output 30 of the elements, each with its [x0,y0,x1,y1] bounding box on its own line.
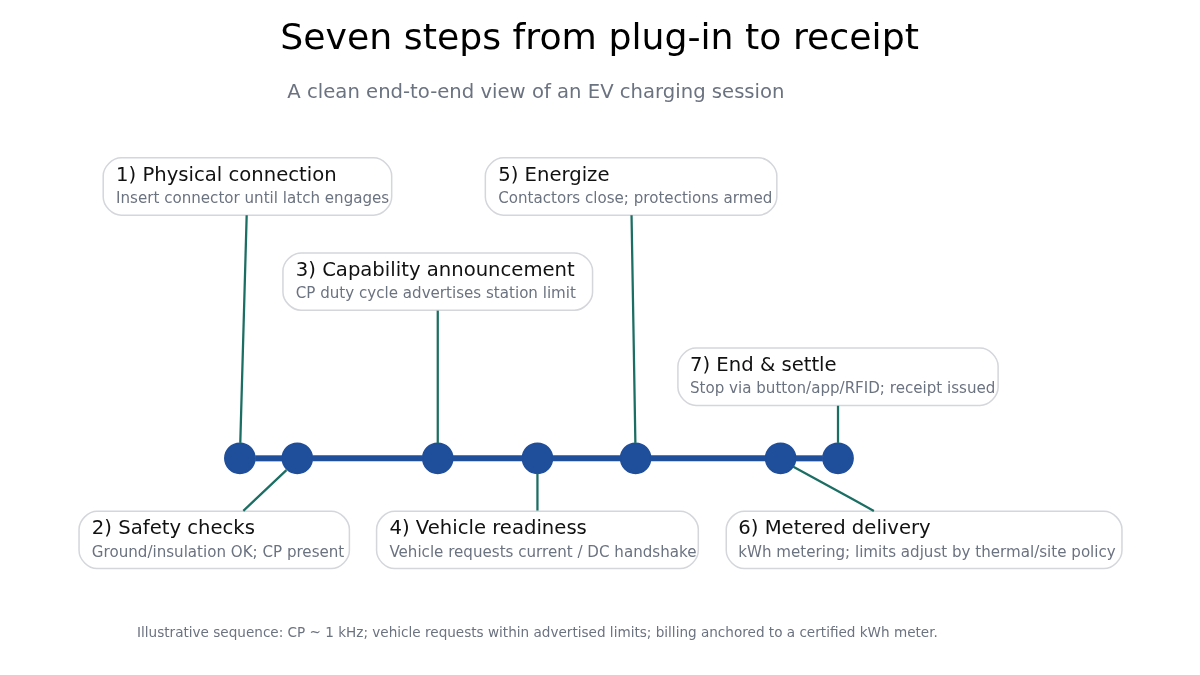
connector [629,215,636,443]
connector [436,310,439,444]
caption: Illustrative sequence: CP ~ 1 kHz; vehicle requests within advertised limits; billing anchored to a certified kWh meter. [136,623,938,640]
connector [312,455,423,462]
node-box: 7) End & settle Stop via button/app/RFID; receipt issued [676,347,999,407]
connector [535,473,539,511]
node-circle [280,442,313,475]
connector [254,455,282,462]
node-box: 3) Capability announcement CP duty cycle advertises station limit [281,252,593,312]
diagram-title: Seven steps from plug-in to receipt [279,15,919,59]
node-box: 5) Energize Contactors close; protections armed [484,157,778,216]
connector [836,405,839,443]
connector [552,455,620,462]
connector [452,455,522,462]
node-circle [223,442,256,475]
label: A clean end-to-end view of an EV charging session [286,79,784,103]
connector [792,465,874,512]
node-box: 1) Physical connection Insert connector until latch engages [101,157,392,216]
node-circle [764,442,796,475]
connector [238,215,248,443]
node-circle [521,442,553,475]
connector [242,469,287,512]
node-circle [821,442,854,475]
node-box: 4) Vehicle readiness Vehicle requests current / DC handshake [375,510,699,570]
node-box: 2) Safety checks Ground/insulation OK; CP present [77,510,350,570]
node-box: 6) Metered delivery kWh metering; limits adjust by thermal/site policy [725,510,1123,570]
node-circle [619,442,651,475]
connector [650,455,765,462]
node-circle [421,442,454,475]
connector [795,455,823,462]
